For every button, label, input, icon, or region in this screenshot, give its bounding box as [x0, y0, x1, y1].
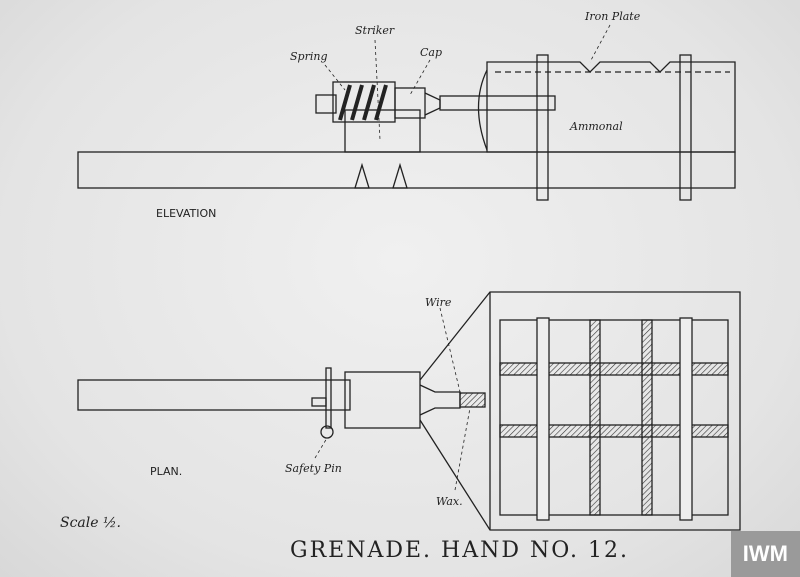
label-scale: Scale ½.	[60, 515, 122, 531]
label-wire: Wire	[425, 296, 452, 309]
label-ammonal: Ammonal	[570, 120, 623, 133]
watermark-logo: IWM	[730, 531, 800, 577]
label-iron-plate: Iron Plate	[585, 10, 641, 23]
leader-lines	[314, 24, 611, 491]
label-striker: Striker	[355, 24, 395, 37]
label-wax: Wax.	[436, 495, 463, 508]
drawing-title: GRENADE. HAND NO. 12.	[290, 538, 629, 563]
label-cap: Cap	[420, 46, 443, 59]
label-safety-pin: Safety Pin	[285, 462, 342, 475]
label-spring: Spring	[290, 50, 328, 63]
plan-view	[77, 291, 741, 531]
label-plan: PLAN.	[150, 465, 183, 478]
label-elevation: ELEVATION	[156, 207, 217, 220]
elevation-view	[77, 54, 736, 201]
